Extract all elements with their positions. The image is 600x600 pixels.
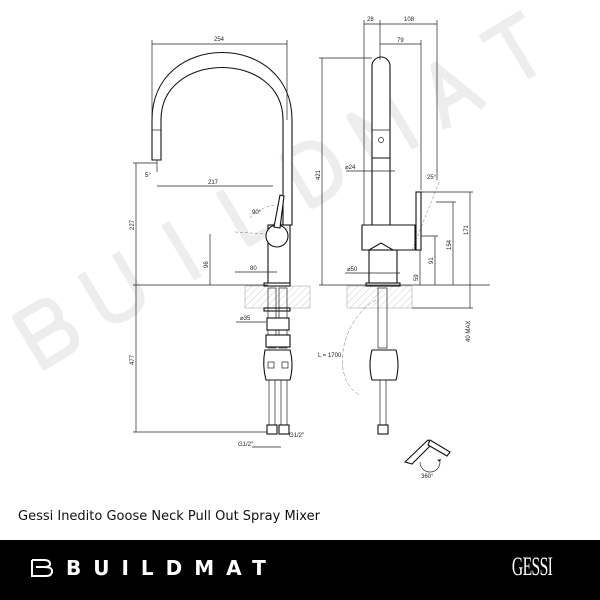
dim-59: 59 <box>414 274 420 281</box>
dim-79: 79 <box>397 38 404 44</box>
front-view: L = 1700 28 108 79 421 ⌀24 25° 171 154 9… <box>316 17 490 435</box>
dim-g12-a: G1/2" <box>238 442 253 448</box>
dim-227: 227 <box>130 219 136 230</box>
technical-drawing: 254 5° 217 90° 227 96 80 ⌀35 477 G1/2" G… <box>12 9 537 480</box>
dim-254: 254 <box>214 37 225 43</box>
dim-28: 28 <box>367 17 374 23</box>
dim-g12-b: G1/2" <box>289 433 304 439</box>
dim-d24: ⌀24 <box>345 165 356 171</box>
counter-section <box>244 285 311 309</box>
dim-90deg: 90° <box>252 210 262 216</box>
watermark <box>12 9 537 372</box>
dim-360deg: 360° <box>421 474 434 480</box>
dim-80: 80 <box>250 266 257 272</box>
dim-421: 421 <box>316 169 322 180</box>
side-view: 254 5° 217 90° 227 96 80 ⌀35 477 G1/2" G… <box>130 37 311 448</box>
dim-d50: ⌀50 <box>347 267 358 273</box>
dim-96: 96 <box>204 261 210 268</box>
rotation-360-icon: 360° <box>403 439 451 480</box>
lever <box>273 194 285 229</box>
body-base <box>368 249 398 286</box>
handle-knob <box>265 224 289 248</box>
dim-5deg: 5° <box>145 173 151 179</box>
dim-l1700: L = 1700 <box>318 353 342 359</box>
dim-40max: 40 MAX <box>466 321 472 342</box>
dim-477: 477 <box>130 354 136 365</box>
dim-108: 108 <box>404 17 415 23</box>
dim-154: 154 <box>447 239 453 250</box>
body-head <box>361 224 416 251</box>
dim-25deg: 25° <box>427 175 437 181</box>
spout <box>371 56 391 226</box>
footer-banner: BUILDMAT GESSI <box>0 540 600 600</box>
dim-d35: ⌀35 <box>240 316 251 322</box>
lever-front <box>415 191 422 251</box>
buildmat-logo: BUILDMAT <box>66 556 278 580</box>
counter-section-front <box>346 285 413 309</box>
dim-171: 171 <box>464 224 470 235</box>
buildmat-logo-icon <box>31 559 54 577</box>
dim-91: 91 <box>429 257 435 264</box>
dim-217: 217 <box>208 180 219 186</box>
product-title: Gessi Inedito Goose Neck Pull Out Spray … <box>18 509 320 524</box>
gessi-logo: GESSI <box>511 552 553 581</box>
check-valve <box>263 349 293 381</box>
